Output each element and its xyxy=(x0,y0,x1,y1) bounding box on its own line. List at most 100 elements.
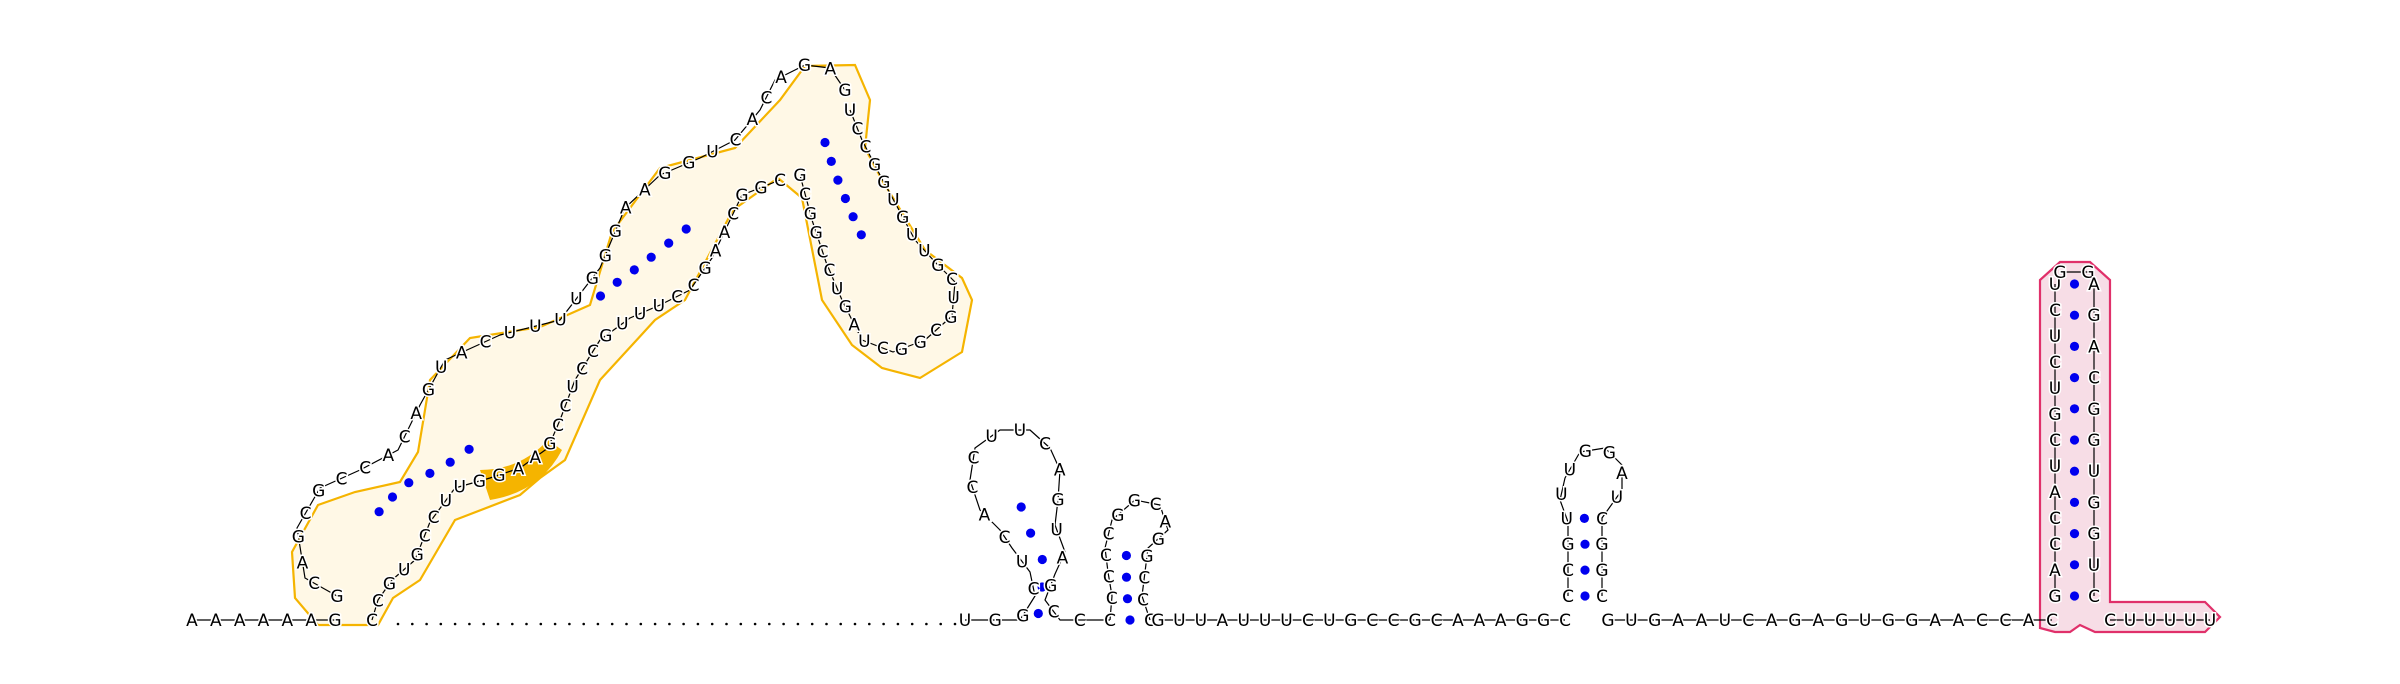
domain-left-5p-nucleotide: C xyxy=(308,574,320,594)
domain-left-5p-nucleotide: G xyxy=(292,528,305,548)
hairpin4-5p-nucleotide: U xyxy=(2049,275,2061,295)
domain-top-right-nucleotide: C xyxy=(823,261,835,281)
unpaired-dot xyxy=(910,622,914,626)
linker2-nucleotide: U xyxy=(1859,611,1871,631)
hairpin2-nucleotide: C xyxy=(1103,568,1115,588)
hairpin4-3p-nucleotide: C xyxy=(2088,369,2100,389)
domain-return-nucleotide: U xyxy=(566,378,578,398)
unpaired-dot xyxy=(525,622,528,626)
tail-nucleotide: U xyxy=(2204,611,2216,631)
domain-top-right-base-pair-dot xyxy=(826,156,836,166)
hairpin3-nucleotide: C xyxy=(1562,561,1574,581)
linker2-nucleotide: C xyxy=(1742,611,1754,631)
domain-upper-helix-base-pair-dot xyxy=(681,224,691,234)
hairpin2-nucleotide: C xyxy=(1144,611,1156,631)
domain-return-nucleotide: C xyxy=(688,276,700,296)
unpaired-dot xyxy=(453,622,457,626)
unpaired-dot xyxy=(839,622,842,626)
unpaired-dot xyxy=(496,622,500,626)
linker1-nucleotide: C xyxy=(1559,611,1571,631)
hairpin3-nucleotide: G xyxy=(1595,561,1608,581)
unpaired-dot xyxy=(396,622,400,626)
hairpin3-nucleotide: G xyxy=(1603,443,1616,463)
hairpin1-nucleotide: C xyxy=(1039,435,1051,455)
hairpin1-nucleotide: C xyxy=(1048,603,1060,623)
tail-nucleotide: U xyxy=(2144,611,2156,631)
hairpin4-3p-nucleotide: U xyxy=(2088,556,2100,576)
linker1-nucleotide: A xyxy=(1216,611,1228,631)
domain-top-right-nucleotide: C xyxy=(799,185,811,205)
domain-left-5p-nucleotide: A xyxy=(746,110,758,130)
linker2-nucleotide: A xyxy=(2023,611,2035,631)
domain-lower-helix-base-pair-dot xyxy=(404,478,414,488)
unpaired-dot xyxy=(868,622,871,626)
domain-top-right-nucleotide: C xyxy=(946,270,958,290)
unpaired-dot xyxy=(539,622,543,626)
unpaired-dot xyxy=(882,622,885,626)
hairpin2-nucleotide: A xyxy=(1159,513,1171,533)
hairpin4-base-pair-dot xyxy=(2069,497,2080,507)
hairpin2-nucleotide: C xyxy=(1150,495,1162,515)
hairpin2-nucleotide: G xyxy=(1128,492,1141,512)
domain-return-nucleotide: G xyxy=(754,179,767,199)
hairpin2-nucleotide: G xyxy=(1152,530,1165,550)
domain-top-right-nucleotide: U xyxy=(906,226,918,246)
hairpin3-base-pair-dot xyxy=(1580,591,1590,601)
linker1-nucleotide: G xyxy=(1151,611,1164,631)
hairpin2-base-pair-dot xyxy=(1122,594,1133,604)
hairpin3-base-pair-dot xyxy=(1580,565,1590,575)
domain-top-right-base-pair-dot xyxy=(833,175,843,185)
hairpin2-nucleotide: C xyxy=(1137,590,1149,610)
domain-top-right-nucleotide: C xyxy=(877,339,889,359)
domain-left-5p-nucleotide: A xyxy=(620,198,632,218)
linker1-nucleotide: G xyxy=(1409,611,1422,631)
unpaired-dot xyxy=(953,622,957,626)
linker2-nucleotide: A xyxy=(1929,611,1941,631)
orange-strong-highlight xyxy=(480,440,562,500)
unpaired-dot xyxy=(896,622,900,626)
tail-nucleotide: U xyxy=(2124,611,2136,631)
hairpin1-base-pair-dot xyxy=(1026,528,1036,538)
hairpin1-base-pair-dot xyxy=(1016,502,1026,512)
hairpin1-nucleotide: C xyxy=(999,528,1011,548)
hairpin4-5p-nucleotide: A xyxy=(2049,561,2061,581)
linker2-nucleotide: U xyxy=(1719,611,1731,631)
domain-top-right-base-pair-dot xyxy=(840,193,851,204)
hairpin2-nucleotide: C xyxy=(1100,546,1112,566)
linker2-nucleotide: G xyxy=(1601,611,1614,631)
backbone-layer xyxy=(192,64,2210,626)
unpaired-dot xyxy=(810,622,814,626)
hairpin1-nucleotide: U xyxy=(1016,553,1028,573)
domain-top-right-nucleotide: U xyxy=(831,279,843,299)
unpaired-dot xyxy=(653,622,657,626)
domain-left-5p-nucleotide: A xyxy=(824,59,836,79)
linker2-nucleotide: C xyxy=(2046,611,2058,631)
domain-upper-helix-base-pair-dot xyxy=(629,265,639,275)
domain-left-5p-nucleotide: C xyxy=(300,504,312,524)
leader-nucleotide: A xyxy=(210,611,222,631)
domain-top-right-nucleotide: G xyxy=(804,205,817,225)
unpaired-dot xyxy=(425,622,428,626)
domain-return-nucleotide: G xyxy=(543,435,556,455)
hairpin2-base-pair-dot xyxy=(1121,550,1131,561)
domain-return-nucleotide: G xyxy=(473,472,486,492)
tail-nucleotide: U xyxy=(2164,611,2176,631)
linker1-nucleotide: A xyxy=(1473,611,1485,631)
linker2-nucleotide: A xyxy=(1953,611,1965,631)
domain-return-nucleotide: C xyxy=(428,508,440,528)
domain-top-right-base-pair-dot xyxy=(848,212,858,222)
linker1-nucleotide: U xyxy=(1237,611,1249,631)
base-pair-layer xyxy=(374,137,2080,625)
domain-left-5p-nucleotide: U xyxy=(706,143,718,163)
domain-top-right-base-pair-dot xyxy=(820,137,830,148)
domain-left-5p-nucleotide: G xyxy=(609,222,622,242)
hairpin1-nucleotide: C xyxy=(1074,611,1086,631)
domain-top-right-nucleotide: C xyxy=(817,242,829,262)
leader-nucleotide: A xyxy=(258,611,270,631)
hairpin3-nucleotide: G xyxy=(1561,535,1574,555)
unpaired-dot xyxy=(582,622,585,626)
domain-lower-helix-base-pair-dot xyxy=(464,444,474,454)
hairpin4-3p-nucleotide: A xyxy=(2088,275,2100,295)
domain-return-nucleotide: C xyxy=(576,360,588,380)
domain-top-right-nucleotide: G xyxy=(931,256,944,276)
